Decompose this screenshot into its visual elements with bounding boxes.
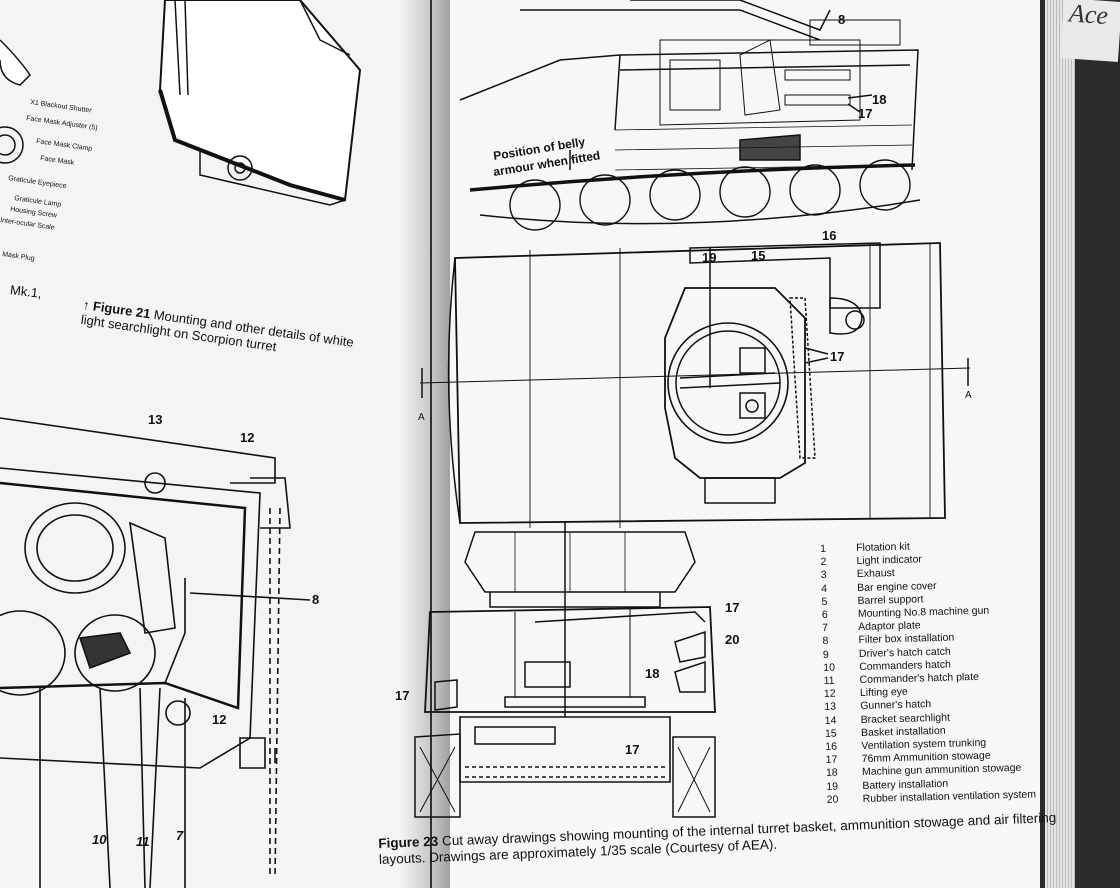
legend-number: 17: [825, 753, 838, 767]
legend-number: 5: [821, 595, 828, 608]
section-mark-a: A: [418, 412, 425, 423]
legend-number: 16: [825, 740, 838, 753]
legend-number: 3: [820, 569, 827, 582]
callout-19: 19: [702, 250, 716, 265]
callout-17: 17: [625, 742, 639, 757]
legend-number: 2: [820, 556, 827, 569]
callout-11: 11: [136, 834, 150, 849]
callout-18: 18: [645, 666, 659, 681]
legend-number: 9: [822, 648, 829, 661]
legend-number: 20: [826, 793, 839, 806]
callout-12: 12: [212, 712, 226, 727]
callout-10: 10: [92, 832, 107, 847]
legend-number: 4: [821, 582, 828, 595]
figure-23-label: Figure 23: [378, 833, 439, 851]
legend-number: 12: [823, 687, 836, 701]
callout-13: 13: [148, 412, 162, 427]
callout-17: 17: [725, 600, 739, 615]
callout-18: 18: [872, 92, 886, 107]
callout-20: 20: [725, 632, 739, 647]
background-paper-scrap: Ace: [1059, 0, 1120, 62]
callout-8: 8: [312, 592, 319, 607]
legend-number: 14: [824, 714, 837, 727]
callout-12: 12: [240, 430, 254, 445]
part-label: Inter-ocular Scale: [0, 217, 55, 232]
legend-number: 19: [826, 780, 839, 793]
side-elevation-drawing: 8 18 17 Position of belly armour when fi…: [459, 0, 921, 231]
legend-number: 7: [822, 622, 829, 635]
callout-17: 17: [858, 106, 872, 121]
callout-16: 16: [822, 228, 836, 243]
legend-number: 18: [825, 767, 838, 780]
part-label: Face Mask Clamp: [36, 138, 93, 153]
legend-number: 1: [820, 542, 827, 555]
legend-number: 15: [824, 727, 837, 740]
legend-number: 10: [823, 661, 836, 674]
callout-7: 7: [176, 828, 184, 843]
part-label: Face Mask Adjuster (5): [26, 115, 98, 132]
section-mark-a: A: [965, 390, 972, 401]
legend-number: 13: [824, 701, 837, 714]
callout-17: 17: [395, 688, 409, 703]
part-label: Mask Plug: [2, 251, 35, 262]
searchlight-drawing: X1 Blackout Shutter Face Mask Adjuster (…: [0, 0, 362, 263]
book-gutter-shadow: [400, 0, 450, 888]
legend-number: 8: [822, 635, 829, 648]
arrow-up-icon: ↑: [82, 297, 91, 313]
turret-top-drawing: 13 12 8 12 10 11 7: [0, 412, 319, 888]
part-label: X1 Blackout Shutter: [30, 99, 93, 115]
plan-view-drawing: 16 19 15 17 A A: [418, 228, 972, 528]
part-label: Graticule Eyepiece: [8, 175, 67, 190]
legend-number: 6: [821, 608, 828, 621]
front-section-drawing: 17 20 18 17 17: [395, 522, 739, 818]
callout-15: 15: [751, 248, 765, 263]
callout-8: 8: [838, 12, 845, 27]
part-label: Face Mask: [40, 155, 75, 167]
part-label: Housing Screw: [10, 206, 59, 220]
callout-17: 17: [830, 349, 844, 364]
page-edges: [1045, 0, 1075, 888]
legend-number: 11: [823, 674, 835, 687]
